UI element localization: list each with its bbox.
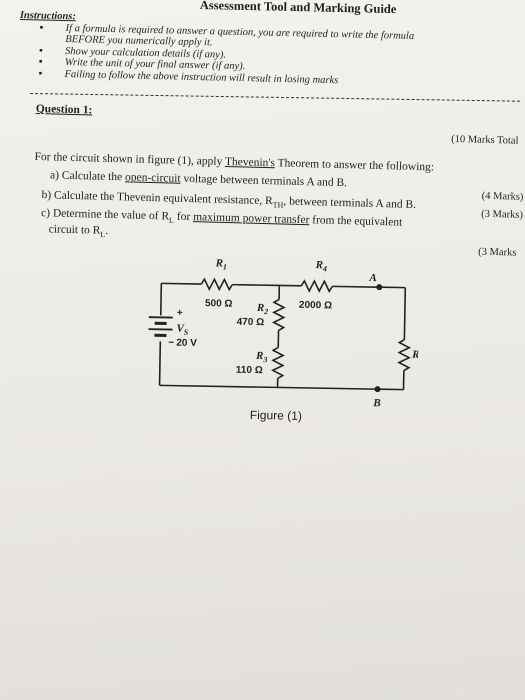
- wire-right-upper: [403, 287, 407, 340]
- label-rl: RL: [411, 349, 420, 363]
- part-b-marks: (3 Marks): [481, 208, 524, 221]
- wire-left-upper: [159, 283, 163, 316]
- figure-caption: Figure (1): [249, 408, 303, 423]
- label-r3: R3: [255, 350, 268, 364]
- resistor-r1: [200, 277, 234, 292]
- label-vs: VS: [176, 323, 189, 337]
- part-c-line2: circuit to RL.: [48, 223, 109, 240]
- resistor-r4: [300, 279, 333, 293]
- resistor-r3: [271, 346, 285, 380]
- label-terminal-a: A: [368, 272, 377, 284]
- wire-top-right: [332, 285, 380, 288]
- value-r3: 110 Ω: [236, 365, 263, 376]
- separator-line: [29, 93, 520, 102]
- wire-bottom: [159, 384, 404, 391]
- question-title: Question 1:: [35, 102, 93, 117]
- marks-total: (10 Marks Total: [451, 133, 519, 147]
- terminal-nodes: [374, 284, 383, 393]
- label-terminal-b: B: [372, 397, 381, 409]
- vs-minus: −: [168, 338, 174, 349]
- label-r1: R1: [215, 257, 228, 271]
- part-a: a) Calculate the open-circuit voltage be…: [49, 169, 348, 190]
- wire-top-mid: [232, 283, 302, 287]
- wire-top-left: [161, 282, 202, 285]
- label-r4: R4: [315, 259, 328, 273]
- value-r1: 500 Ω: [205, 298, 233, 309]
- wire-left-lower: [158, 341, 162, 386]
- part-c-marks: (3 Marks: [478, 246, 517, 259]
- vs-plus: +: [177, 308, 183, 319]
- resistor-r2: [271, 298, 286, 332]
- value-r4: 2000 Ω: [299, 300, 332, 312]
- label-r2: R2: [256, 302, 269, 316]
- instructions-block: Instructions: ▪If a formula is required …: [18, 10, 499, 90]
- instructions-list: ▪If a formula is required to answer a qu…: [18, 21, 499, 89]
- question-block: Question 1: (10 Marks Total For the circ…: [34, 102, 525, 259]
- part-a-marks: (4 Marks): [481, 190, 524, 203]
- value-vs: 20 V: [176, 338, 197, 349]
- circuit-diagram: R1 500 Ω R2 470 Ω R3 110 Ω R4 2000 Ω RL …: [148, 257, 420, 409]
- voltage-source-vs: [148, 316, 173, 337]
- resistor-rl: [397, 338, 412, 372]
- value-r2: 470 Ω: [237, 317, 265, 328]
- terminal-b-dot: [374, 386, 381, 393]
